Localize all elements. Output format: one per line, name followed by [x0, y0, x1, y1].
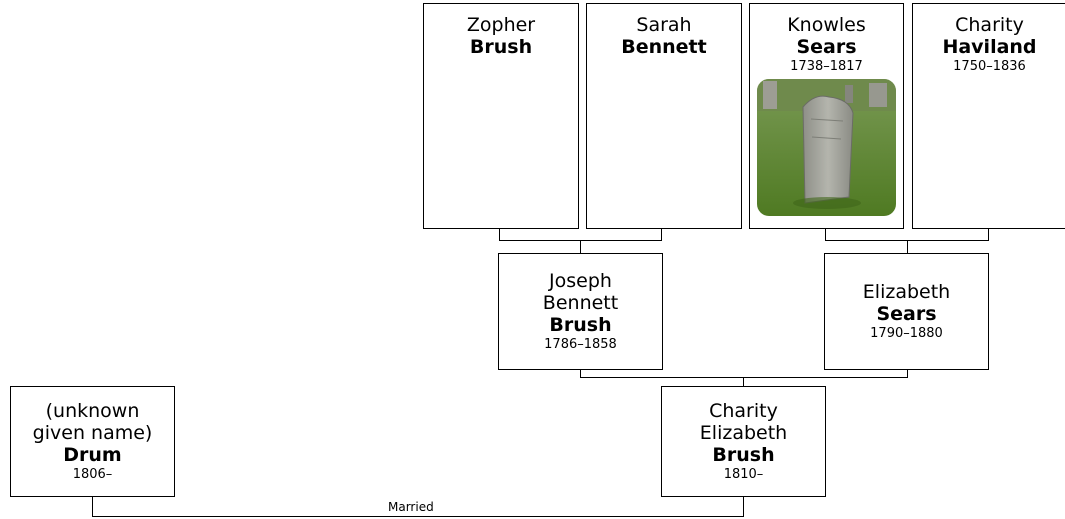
marriage-connector-left [92, 497, 93, 517]
given-name: Joseph Bennett [542, 270, 619, 314]
given-name: Charity [955, 14, 1024, 36]
given-name: (unknown given name) [32, 400, 153, 444]
person-card-drum[interactable]: (unknown given name) Drum 1806– [10, 386, 175, 497]
connector-sarah [661, 229, 662, 240]
connector-parents-couple [580, 377, 908, 378]
connector-charity-h [988, 229, 989, 240]
surname: Brush [712, 444, 775, 466]
gravestone-image [757, 79, 896, 216]
connector-zopher [499, 229, 500, 240]
connector-elizabeth [907, 370, 908, 378]
connector-to-elizabeth [907, 240, 908, 253]
person-card-joseph-brush[interactable]: Joseph Bennett Brush 1786–1858 [498, 253, 663, 370]
surname: Bennett [621, 36, 707, 58]
connector-joseph [580, 370, 581, 378]
surname: Sears [796, 36, 857, 58]
life-dates: 1750–1836 [953, 59, 1026, 74]
person-card-zopher-brush[interactable]: Zopher Brush [423, 3, 579, 229]
surname: Brush [549, 314, 612, 336]
life-dates: 1790–1880 [870, 326, 943, 341]
person-card-charity-haviland[interactable]: Charity Haviland 1750–1836 [912, 3, 1065, 229]
person-card-elizabeth-sears[interactable]: Elizabeth Sears 1790–1880 [824, 253, 989, 370]
marriage-label: Married [388, 500, 434, 514]
marriage-connector-bottom [92, 516, 744, 517]
gravestone-photo[interactable] [757, 79, 896, 216]
marriage-connector-right [743, 497, 744, 517]
surname: Drum [63, 444, 122, 466]
life-dates: 1738–1817 [790, 59, 863, 74]
life-dates: 1810– [723, 467, 764, 482]
person-card-sarah-bennett[interactable]: Sarah Bennett [586, 3, 742, 229]
surname: Sears [876, 303, 937, 325]
person-card-charity-elizabeth-brush[interactable]: Charity Elizabeth Brush 1810– [661, 386, 826, 497]
given-name: Knowles [787, 14, 866, 36]
connector-knowles [825, 229, 826, 240]
life-dates: 1786–1858 [544, 337, 617, 352]
surname: Haviland [942, 36, 1037, 58]
connector-to-charity-e [743, 377, 744, 386]
life-dates: 1806– [72, 467, 113, 482]
given-name: Elizabeth [862, 281, 951, 303]
given-name: Sarah [636, 14, 692, 36]
given-name: Charity Elizabeth [699, 400, 788, 444]
given-name: Zopher [466, 14, 536, 36]
person-card-knowles-sears[interactable]: Knowles Sears 1738–1817 [749, 3, 904, 229]
surname: Brush [469, 36, 533, 58]
connector-to-joseph [580, 240, 581, 253]
